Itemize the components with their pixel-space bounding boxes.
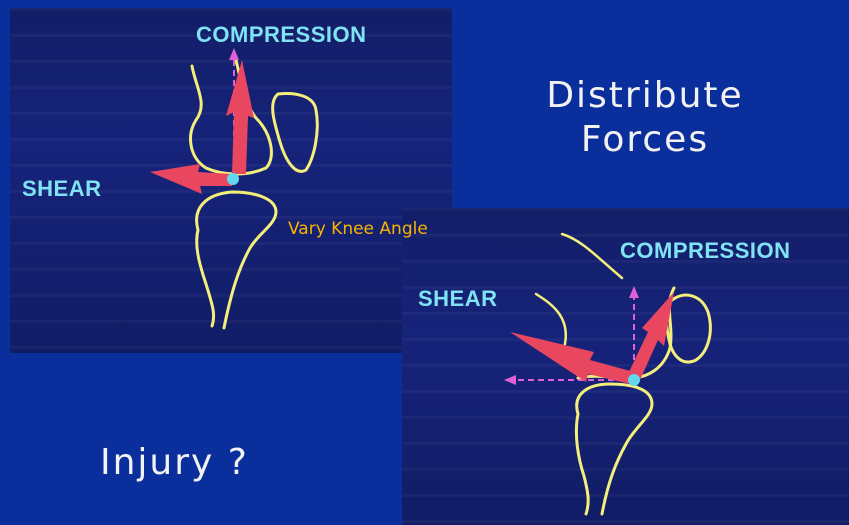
heading-line-1: Distribute bbox=[495, 74, 795, 118]
injury-question: Injury ? bbox=[100, 442, 300, 483]
heading-line-2: Forces bbox=[495, 118, 795, 162]
femur-outline bbox=[191, 60, 272, 174]
knee-diagram-extended: COMPRESSION SHEAR bbox=[10, 8, 452, 353]
vary-knee-angle-caption: Vary Knee Angle bbox=[288, 219, 428, 239]
shear-force-arrow bbox=[150, 164, 232, 194]
caption-leader-line bbox=[562, 234, 622, 278]
shear-label: SHEAR bbox=[22, 176, 102, 202]
contact-point bbox=[628, 374, 640, 386]
shear-label: SHEAR bbox=[418, 286, 498, 312]
shear-force-arrow bbox=[510, 332, 634, 384]
compression-label: COMPRESSION bbox=[196, 22, 367, 48]
tibia-outline bbox=[576, 384, 652, 514]
contact-point bbox=[227, 173, 239, 185]
slide-heading: Distribute Forces bbox=[495, 74, 795, 162]
shear-component-head bbox=[504, 375, 516, 385]
patella-outline bbox=[667, 295, 711, 362]
compression-component-head bbox=[229, 48, 239, 60]
compression-component-head bbox=[629, 286, 639, 298]
knee-diagram-flexed: COMPRESSION SHEAR bbox=[402, 208, 849, 525]
compression-label: COMPRESSION bbox=[620, 238, 791, 264]
tibia-outline bbox=[197, 192, 276, 328]
patella-outline bbox=[273, 94, 318, 172]
compression-force-arrow bbox=[226, 60, 254, 174]
